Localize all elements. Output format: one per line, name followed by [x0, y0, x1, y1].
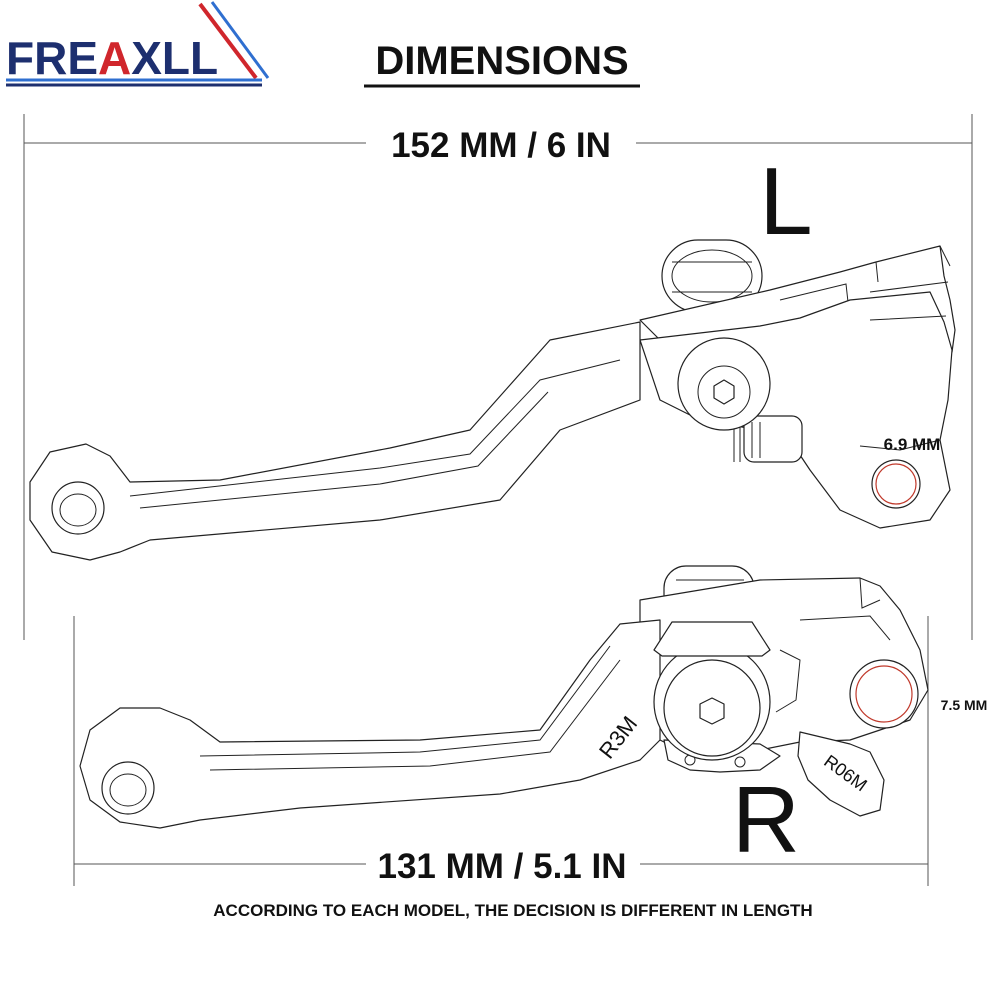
left-lever — [29, 239, 956, 561]
left-mount-hole — [875, 463, 917, 505]
right-length-dimension: 131 MM / 5.1 IN — [73, 616, 929, 886]
left-pivot-barrel — [661, 239, 763, 313]
brand-name-part1: FRE — [6, 32, 98, 84]
right-hole-label: 7.5 MM — [941, 697, 988, 713]
brand-logo: FREAXLL — [6, 1, 270, 87]
left-side-letter: L — [759, 148, 812, 255]
logo-swoosh-icon — [6, 1, 270, 87]
footer-note: ACCORDING TO EACH MODEL, THE DECISION IS… — [213, 901, 812, 920]
hex-bolt-icon — [699, 697, 725, 725]
svg-text:FREAXLL: FREAXLL — [6, 32, 218, 84]
left-adjuster-dial — [733, 415, 803, 463]
right-side-letter: R — [732, 767, 800, 872]
page-title: DIMENSIONS — [375, 39, 628, 83]
hex-socket-icon — [713, 379, 735, 405]
left-length-dimension: 152 MM / 6 IN — [23, 114, 973, 640]
brand-name-part3: XLL — [131, 32, 218, 84]
brand-name-part2: A — [98, 32, 131, 84]
right-length-label: 131 MM / 5.1 IN — [378, 847, 627, 886]
right-lever: R06M R3M — [79, 565, 929, 829]
left-length-label: 152 MM / 6 IN — [391, 126, 611, 165]
left-hole-label: 6.9 MM — [884, 435, 941, 454]
right-mount-hole — [855, 665, 913, 723]
